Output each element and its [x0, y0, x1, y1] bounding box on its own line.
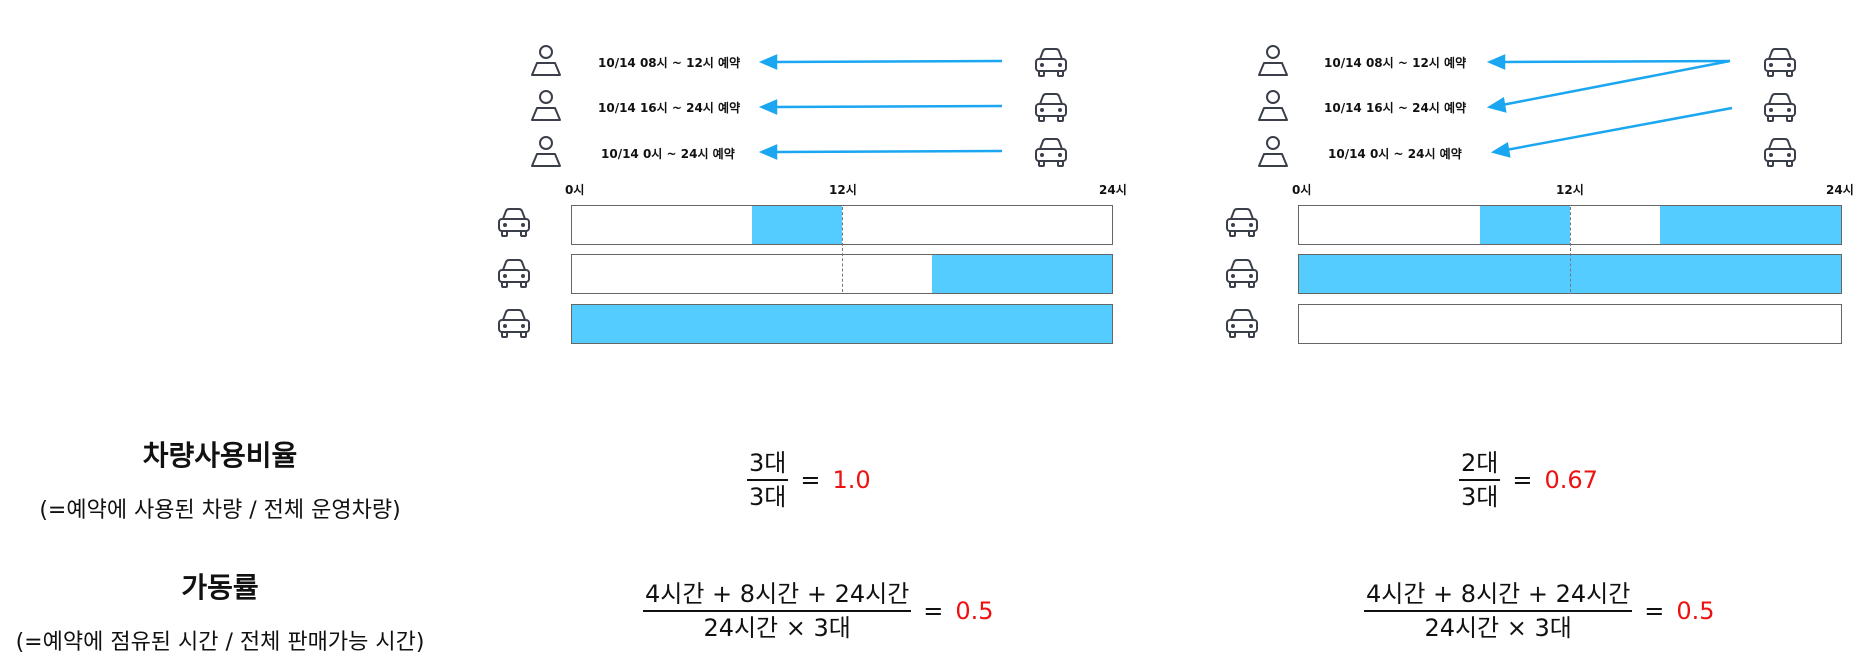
- noon-divider: [1570, 207, 1571, 292]
- utilization-formula-2: 4시간 + 8시간 + 24시간 24시간 × 3대 = 0.5: [1364, 579, 1715, 643]
- car-icon: [1223, 257, 1261, 291]
- result-value: 0.5: [1676, 597, 1715, 625]
- timeline-track: [1298, 304, 1842, 344]
- equals-sign: =: [1512, 466, 1533, 494]
- utilization-subtitle: (=예약에 점유된 시간 / 전체 판매가능 시간): [15, 630, 425, 655]
- tick-label: 12시: [1556, 183, 1584, 197]
- timeline-track: [571, 304, 1113, 344]
- noon-divider: [842, 207, 843, 292]
- utilization-title: 가동률: [181, 571, 259, 604]
- booking-segment: [572, 305, 1112, 343]
- equals-sign: =: [1644, 597, 1665, 625]
- numerator: 3대: [749, 449, 787, 477]
- tick-label: 24시: [1826, 183, 1854, 197]
- car-icon: [495, 257, 533, 291]
- equals-sign: =: [923, 597, 944, 625]
- numerator: 4시간 + 8시간 + 24시간: [1366, 580, 1631, 608]
- car-icon: [1223, 206, 1261, 240]
- usage-subtitle: (=예약에 사용된 차량 / 전체 운영차량): [39, 498, 401, 523]
- usage-formula-1: 3대 3대 = 1.0: [747, 448, 871, 512]
- reservation-label: 10/14 08시 ~ 12시 예약: [1324, 56, 1467, 70]
- car-icon: [495, 206, 533, 240]
- tick-label: 0시: [1292, 183, 1312, 197]
- reservation-label: 10/14 16시 ~ 24시 예약: [598, 101, 741, 115]
- usage-title: 차량사용비율: [142, 439, 298, 472]
- assignment-arrows: [1486, 54, 1733, 158]
- tick-label: 24시: [1099, 183, 1127, 197]
- assignment-arrows: [758, 54, 1003, 160]
- reservation-label: 10/14 16시 ~ 24시 예약: [1324, 101, 1467, 115]
- booking-segment: [1479, 206, 1570, 244]
- denominator: 3대: [1461, 483, 1499, 511]
- usage-formula-2: 2대 3대 = 0.67: [1459, 448, 1598, 512]
- car-icon: [1223, 307, 1261, 341]
- numerator: 2대: [1461, 449, 1499, 477]
- denominator: 24시간 × 3대: [1424, 614, 1572, 642]
- reservation-label: 10/14 0시 ~ 24시 예약: [1328, 147, 1462, 161]
- result-value: 0.67: [1544, 466, 1598, 494]
- reservation-label: 10/14 0시 ~ 24시 예약: [601, 147, 735, 161]
- result-value: 0.5: [955, 597, 994, 625]
- denominator: 24시간 × 3대: [703, 614, 851, 642]
- car-icon: [495, 307, 533, 341]
- tick-label: 0시: [565, 183, 585, 197]
- equals-sign: =: [800, 466, 821, 494]
- booking-segment: [932, 255, 1112, 293]
- numerator: 4시간 + 8시간 + 24시간: [645, 580, 910, 608]
- booking-segment: [1660, 206, 1841, 244]
- denominator: 3대: [749, 483, 787, 511]
- booking-segment: [752, 206, 842, 244]
- result-value: 1.0: [832, 466, 871, 494]
- reservation-label: 10/14 08시 ~ 12시 예약: [598, 56, 741, 70]
- utilization-formula-1: 4시간 + 8시간 + 24시간 24시간 × 3대 = 0.5: [643, 579, 994, 643]
- tick-label: 12시: [829, 183, 857, 197]
